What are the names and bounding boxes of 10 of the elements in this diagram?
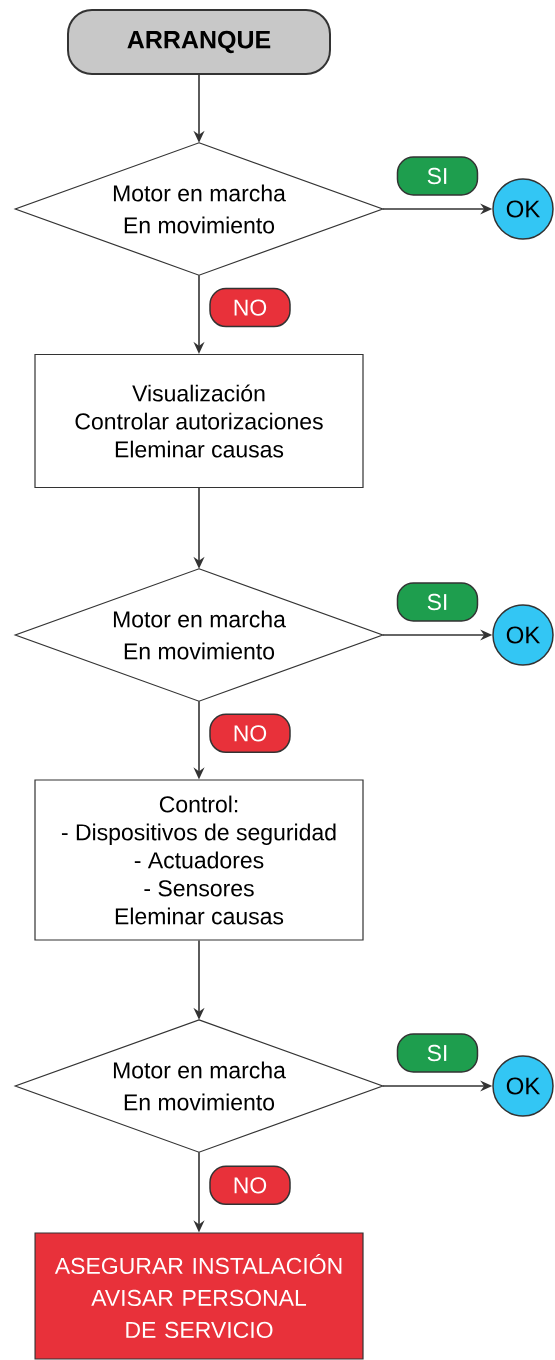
process-box: Visualización Controlar autorizaciones Eleminar causas: [34, 353, 364, 489]
process-box: Control: - Dispositivos de seguridad - Actuadores - Sensores Eleminar causas: [34, 779, 364, 941]
edge-label: NO: [209, 713, 291, 754]
edge-label: NO: [209, 287, 291, 328]
alarm-box: ASEGURAR INSTALACIÓN AVISAR PERSONAL DE SERVICIO: [34, 1232, 364, 1360]
edge-label: SI: [396, 156, 479, 196]
edge-label: SI: [396, 582, 479, 622]
start-terminal: ARRANQUE: [67, 9, 331, 75]
edge-label: NO: [209, 1165, 291, 1206]
edge-label: SI: [396, 1033, 479, 1073]
